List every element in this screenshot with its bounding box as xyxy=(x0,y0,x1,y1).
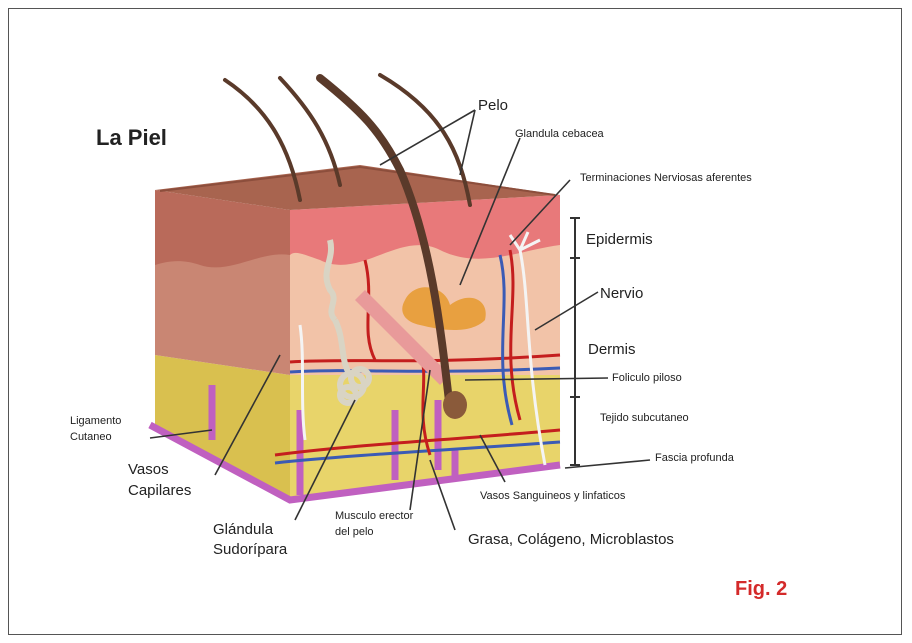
label-foliculo: Foliculo piloso xyxy=(612,372,682,384)
hair-follicle-bulb xyxy=(443,391,467,419)
label-fascia: Fascia profunda xyxy=(655,452,734,464)
label-ligamento-2: Cutaneo xyxy=(70,431,112,443)
label-tejido: Tejido subcutaneo xyxy=(600,412,689,424)
label-nervio: Nervio xyxy=(600,286,643,303)
label-vasos-capilares-2: Capilares xyxy=(128,483,191,500)
label-glandula-sudoripara-1: Glándula xyxy=(213,522,273,539)
page-title: La Piel xyxy=(96,126,167,150)
label-terminaciones: Terminaciones Nerviosas aferentes xyxy=(580,172,752,184)
label-musculo-2: del pelo xyxy=(335,526,374,538)
label-musculo-1: Musculo erector xyxy=(335,510,413,522)
label-grasa: Grasa, Colágeno, Microblastos xyxy=(468,532,674,549)
figure-label: Fig. 2 xyxy=(735,578,787,600)
label-glandula-sudoripara-2: Sudorípara xyxy=(213,542,287,559)
label-vasos-capilares-1: Vasos xyxy=(128,462,169,479)
label-dermis: Dermis xyxy=(588,342,636,359)
fat-layer-side xyxy=(155,355,290,500)
label-ligamento-1: Ligamento xyxy=(70,415,121,427)
label-glandula-cebacea: Glandula cebacea xyxy=(515,128,604,140)
label-epidermis: Epidermis xyxy=(586,232,653,249)
layer-bracket xyxy=(570,218,580,465)
label-vasos-sanguineos: Vasos Sanguineos y linfaticos xyxy=(480,490,625,502)
label-pelo: Pelo xyxy=(478,98,508,115)
